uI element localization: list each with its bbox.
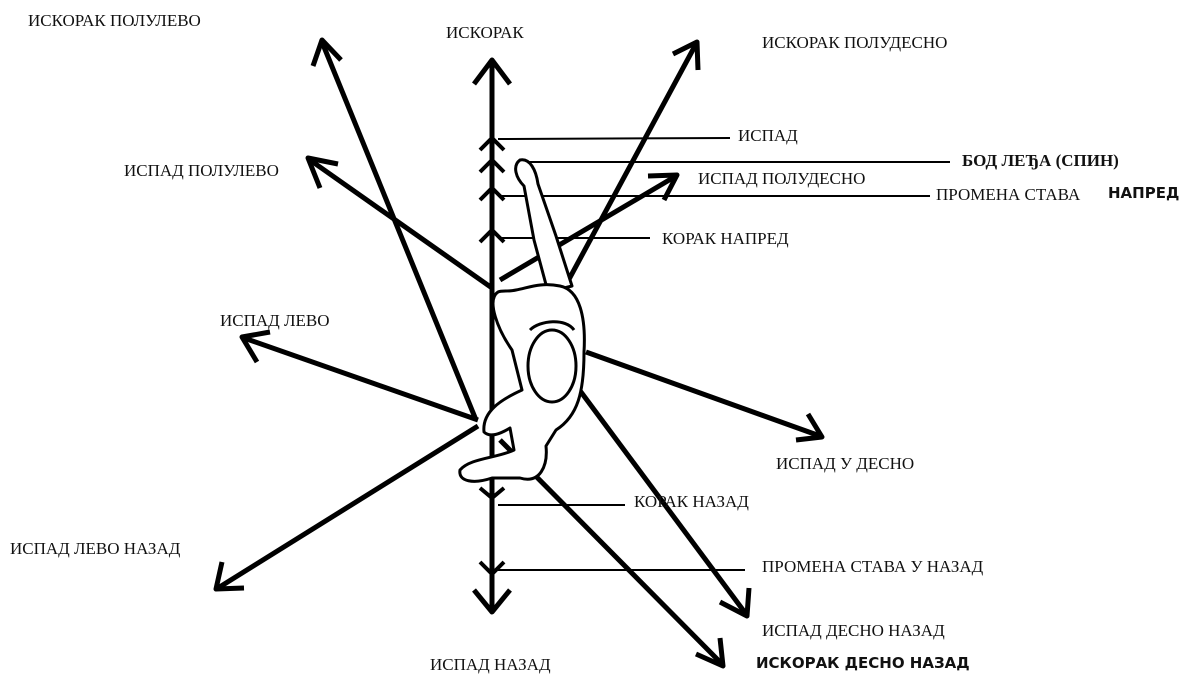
label-ispad-desno-nazad: ИСПАД ДЕСНО НАЗАД <box>762 622 945 639</box>
leader-ispad <box>498 138 730 139</box>
fencer-figure <box>460 160 585 481</box>
arrow-ispad-levo <box>244 338 478 420</box>
label-ispad-polulevo: ИСПАД ПОЛУЛЕВО <box>124 162 279 179</box>
label-korak-napred: КОРАК НАПРЕД <box>662 230 789 247</box>
label-korak-nazad: КОРАК НАЗАД <box>634 493 749 510</box>
label-promena-stava-u-nazad: ПРОМЕНА СТАВА У НАЗАД <box>762 558 983 575</box>
label-iskorak-poludesno: ИСКОРАК ПОЛУДЕСНО <box>762 34 947 51</box>
label-ispad-levo-nazad: ИСПАД ЛЕВО НАЗАД <box>10 540 180 557</box>
label-ispad: ИСПАД <box>738 127 798 144</box>
label-ispad-poludesno: ИСПАД ПОЛУДЕСНО <box>698 170 865 187</box>
label-bod-ledja: БОД ЛЕЂА (СПИН) <box>962 152 1119 169</box>
label-ispad-u-desno: ИСПАД У ДЕСНО <box>776 455 914 472</box>
label-napred: НАПРЕД <box>1108 186 1179 201</box>
label-iskorak-desno-nazad: ИСКОРАК ДЕСНО НАЗАД <box>756 656 970 671</box>
label-promena-stava: ПРОМЕНА СТАВА <box>936 186 1080 203</box>
arrow-ispad-u-desno <box>586 352 820 436</box>
label-iskorak: ИСКОРАК <box>446 24 524 41</box>
arrow-ispad-levo-nazad <box>218 426 478 588</box>
arrow-iskorak-polulevo <box>322 42 476 420</box>
label-iskorak-polulevo: ИСКОРАК ПОЛУЛЕВО <box>28 12 201 29</box>
arrow-ispad-polulevo <box>310 160 492 288</box>
label-ispad-levo: ИСПАД ЛЕВО <box>220 312 330 329</box>
label-ispad-nazad: ИСПАД НАЗАД <box>430 656 551 673</box>
